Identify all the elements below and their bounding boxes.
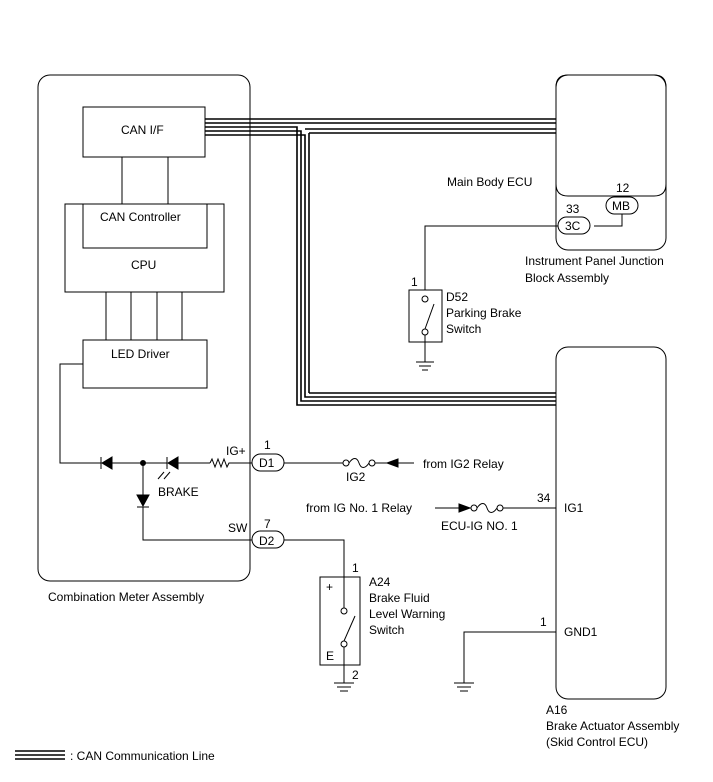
ipjb-line1: Instrument Panel Junction <box>525 254 664 268</box>
a24-line2: Level Warning <box>369 607 445 621</box>
d1-pin: 1 <box>264 438 271 452</box>
gnd1-label: GND1 <box>564 625 598 639</box>
a24-pin-bottom: 2 <box>352 668 359 682</box>
a24-switch-box <box>319 576 361 666</box>
ig2-fuse-label: IG2 <box>346 470 366 484</box>
ig2-relay-label: from IG2 Relay <box>423 457 504 471</box>
gnd1-pin: 1 <box>540 615 547 629</box>
can-controller-box <box>82 203 208 249</box>
combination-meter-box <box>37 74 251 582</box>
combination-meter-label: Combination Meter Assembly <box>48 590 204 604</box>
diode-2-symbol <box>136 494 150 508</box>
brake-lamp-label: BRAKE <box>158 485 199 499</box>
ipjb-line2: Block Assembly <box>525 271 609 285</box>
fuse-ig2-symbol <box>348 458 370 468</box>
a24-pin-top: 1 <box>352 561 359 575</box>
brake-led-symbol <box>167 456 179 470</box>
legend-label: : CAN Communication Line <box>70 749 215 763</box>
d1-ig-plus-label: IG+ <box>226 444 246 458</box>
can-if-box <box>82 106 206 158</box>
resistor-symbol <box>209 457 252 469</box>
ig1-label: IG1 <box>564 501 584 515</box>
d2-sw-label: SW <box>228 521 248 535</box>
d52-line1: Parking Brake <box>446 306 522 320</box>
legend-can-symbol <box>15 750 65 760</box>
brake-actuator-code: A16 <box>546 703 568 717</box>
d52-pin: 1 <box>411 275 418 289</box>
can-controller-label: CAN Controller <box>100 210 181 224</box>
main-body-ecu-label: Main Body ECU <box>447 175 532 189</box>
ig2-relay-arrow <box>385 458 399 468</box>
can-if-label: CAN I/F <box>121 123 164 137</box>
brake-actuator-line2: (Skid Control ECU) <box>546 735 648 749</box>
a24-line3: Switch <box>369 623 404 637</box>
mb-label: MB <box>612 199 630 213</box>
fuse-ecu-ig-symbol <box>476 503 498 513</box>
ig1-relay-label: from IG No. 1 Relay <box>306 501 412 515</box>
diode-1-symbol <box>101 456 113 470</box>
d1-label: D1 <box>259 456 275 470</box>
led-driver-label: LED Driver <box>111 347 170 361</box>
d2-pin: 7 <box>264 517 271 531</box>
can-communication-line <box>205 118 556 406</box>
brake-actuator-box <box>555 346 667 700</box>
ecu-ig-fuse-label: ECU-IG NO. 1 <box>441 519 518 533</box>
d52-switch-box <box>408 289 443 343</box>
3c-label: 3C <box>565 219 581 233</box>
d2-label: D2 <box>259 534 275 548</box>
a24-code: A24 <box>369 575 391 589</box>
d52-line2: Switch <box>446 322 481 336</box>
a24-line1: Brake Fluid <box>369 591 430 605</box>
cpu-label: CPU <box>131 258 156 272</box>
main-body-ecu-box <box>555 74 667 197</box>
a24-e-label: E <box>326 649 334 663</box>
ig1-pin: 34 <box>537 491 551 505</box>
brake-actuator-line1: Brake Actuator Assembly <box>546 719 679 733</box>
ig1-relay-arrow <box>458 503 472 513</box>
a24-plus-label: + <box>326 580 333 594</box>
3c-pin: 33 <box>566 202 580 216</box>
mb-pin: 12 <box>616 181 630 195</box>
d52-code: D52 <box>446 290 468 304</box>
